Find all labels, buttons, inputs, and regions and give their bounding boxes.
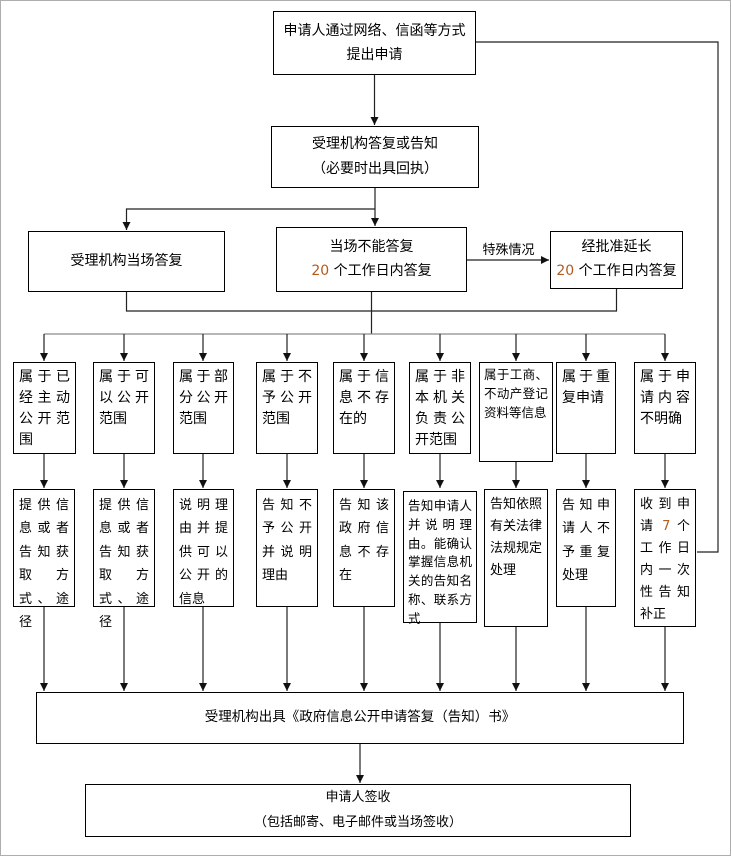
node-category-4: 属于不予公开范围 xyxy=(256,362,318,454)
node-category-2: 属于可以公开范围 xyxy=(93,362,155,454)
node-category-7: 属于工商、不动产登记资料等信息 xyxy=(479,362,553,462)
node-action-7: 告知依照有关法律法规规定处理 xyxy=(484,489,548,627)
node-reply-or-notify: 受理机构答复或告知 （必要时出具回执） xyxy=(271,126,479,188)
node-action-6: 告知申请人并说明理由。能确认掌握信息机关的告知名称、联系方式 xyxy=(403,491,477,626)
node-category-5: 属于信息不存在的 xyxy=(333,362,395,454)
node-category-1: 属于已经主动公开范围 xyxy=(13,362,76,454)
node-action-8: 告知申请人不予重复处理 xyxy=(556,489,616,607)
node-category-9: 属于申请内容不明确 xyxy=(634,362,696,454)
node-action-3: 说明理由并提供可以公开的信息 xyxy=(173,489,234,607)
line-feedback-loop xyxy=(476,41,719,553)
deadline-number: 20 xyxy=(556,263,575,279)
node-cannot-reply-line1: 当场不能答复 xyxy=(329,238,414,255)
node-category-8: 属于重复申请 xyxy=(556,362,616,454)
node-sign-receipt: 申请人签收 （包括邮寄、电子邮件或当场签收） xyxy=(85,784,631,837)
node-apply: 申请人通过网络、信函等方式 提出申请 xyxy=(273,11,476,75)
deadline-number: 7 xyxy=(662,519,671,535)
node-extended-reply-line2: 20 个工作日内答复 xyxy=(556,263,677,279)
node-extended-reply-line1: 经批准延长 xyxy=(581,239,652,256)
node-action-5: 告知该政府信息不存在 xyxy=(333,489,395,607)
node-action-1: 提供信息或者告知获取方式、途径 xyxy=(13,489,75,630)
node-onspot-reply: 受理机构当场答复 xyxy=(28,231,225,292)
node-action-2: 提供信息或者告知获取方式、途径 xyxy=(93,489,155,630)
deadline-number: 20 xyxy=(311,262,330,279)
node-cannot-reply-line2: 20 个工作日内答复 xyxy=(311,262,432,279)
node-category-3: 属于部分公开范围 xyxy=(173,362,234,454)
node-extended-reply: 经批准延长 20 个工作日内答复 xyxy=(550,231,683,289)
node-issue-notice: 受理机构出具《政府信息公开申请答复（告知）书》 xyxy=(36,692,684,744)
arrow-accept-to-onspot xyxy=(122,208,375,230)
node-category-6: 属于非本机关负责公开范围 xyxy=(409,362,471,454)
special-case-label: 特殊情况 xyxy=(482,243,535,258)
node-action-4: 告知不予公开并说明理由 xyxy=(256,489,318,607)
node-action-9: 收到申请 7 个工作日内一次性告知补正 xyxy=(634,489,696,627)
node-cannot-reply: 当场不能答复 20 个工作日内答复 xyxy=(276,227,467,292)
